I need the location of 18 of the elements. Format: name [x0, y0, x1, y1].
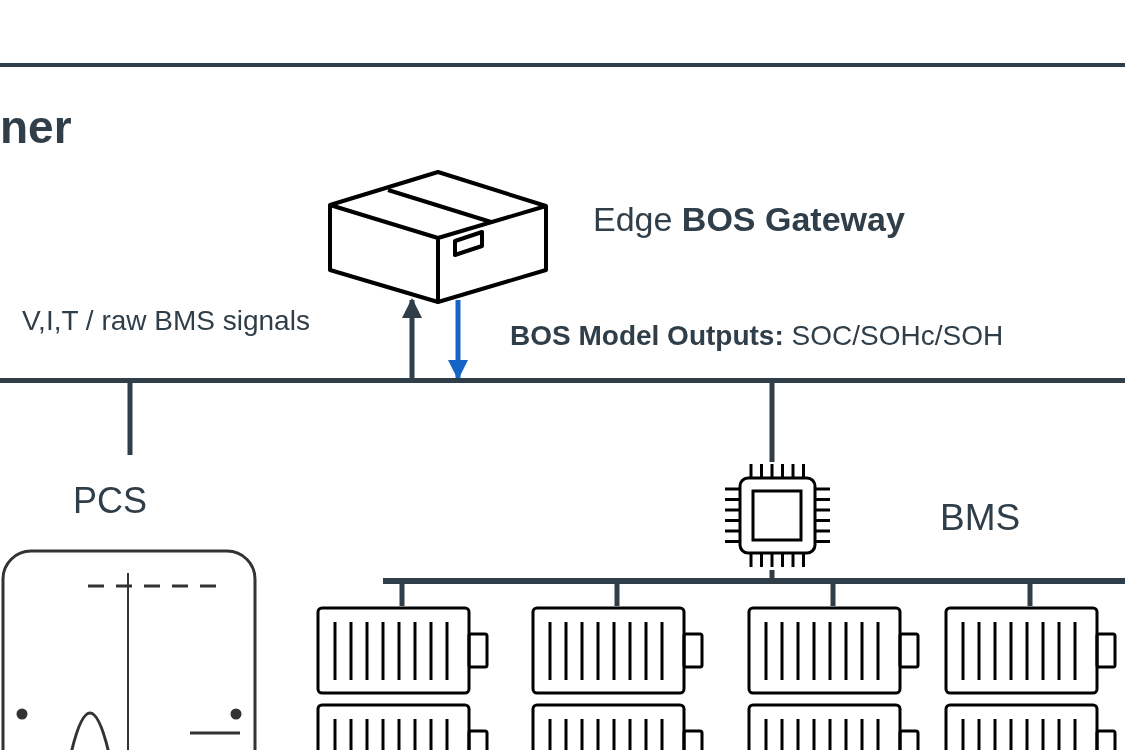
unit-heading: PCS: [73, 480, 148, 522]
system-label: BMS: [940, 497, 1021, 539]
connector-line: [769, 383, 775, 462]
battery-icon: [531, 606, 705, 696]
battery-icon: [944, 606, 1118, 696]
connector-line: [769, 570, 775, 578]
section-title: ner: [0, 100, 72, 154]
arrow: [402, 298, 422, 378]
arrow: [448, 300, 468, 380]
microchip-icon: [722, 462, 832, 570]
connector-line: [127, 383, 133, 455]
connector-line: [1027, 584, 1033, 606]
connector-line: [399, 584, 405, 606]
connector-line: [830, 584, 836, 606]
battery-icon: [747, 606, 921, 696]
node-caption: Edge BOS Gateway: [593, 200, 905, 239]
battery-icon: [316, 606, 490, 696]
connector-line: [614, 584, 620, 606]
